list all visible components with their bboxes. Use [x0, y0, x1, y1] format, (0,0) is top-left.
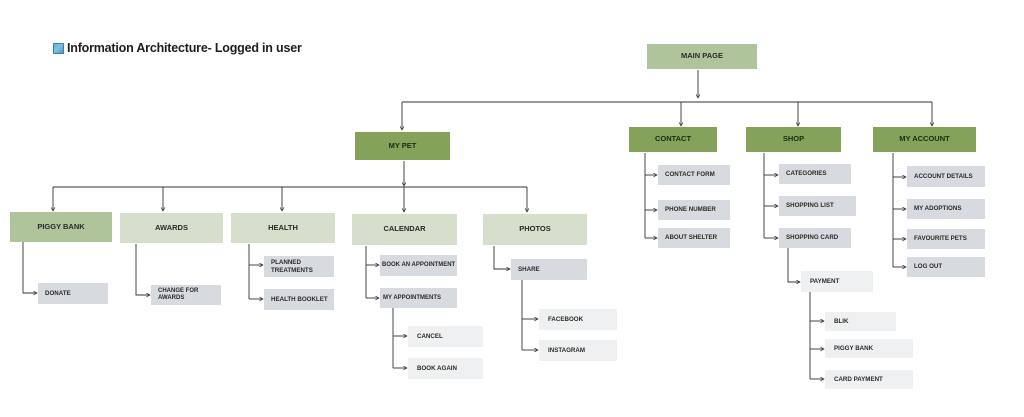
connector-to-change-for-awards [135, 244, 150, 295]
diagram-title: Information Architecture- Logged in user [53, 40, 302, 56]
node-photos: PHOTOS [483, 214, 587, 245]
node-change-for-awards: CHANGE FOR AWARDS [151, 285, 221, 305]
connector-to-payment [787, 248, 800, 282]
node-calendar: CALENDAR [352, 214, 457, 245]
node-instagram: INSTAGRAM [539, 340, 617, 361]
node-payment: PAYMENT [801, 271, 873, 292]
node-awards: AWARDS [120, 213, 223, 243]
node-my-pet: MY PET [355, 132, 450, 160]
connector-to-share [493, 246, 510, 269]
node-shop: SHOP [746, 127, 841, 152]
node-cancel: CANCEL [408, 326, 483, 347]
node-contact-form: CONTACT FORM [658, 165, 730, 185]
node-planned-treatments: PLANNED TREATMENTS [264, 256, 334, 277]
title-text: Information Architecture- Logged in user [67, 41, 302, 55]
node-health-booklet: HEALTH BOOKLET [264, 289, 334, 310]
node-piggy-bank-payment: PIGGY BANK [825, 339, 913, 358]
connector-to-donate [22, 242, 37, 293]
node-categories: CATEGORIES [779, 164, 851, 184]
node-book-an-appointment: BOOK AN APPOINTMENT [380, 255, 457, 276]
node-contact: CONTACT [629, 127, 717, 152]
node-about-shelter: ABOUT SHELTER [658, 228, 730, 248]
node-log-out: LOG OUT [907, 257, 985, 277]
node-my-account: MY ACCOUNT [873, 127, 976, 152]
node-share: SHARE [511, 259, 587, 280]
node-shopping-card: SHOPPING CARD [779, 228, 851, 248]
image-icon [53, 42, 64, 54]
node-shopping-list: SHOPPING LIST [779, 196, 856, 216]
node-blik: BLIK [825, 312, 896, 331]
node-book-again: BOOK AGAIN [408, 358, 483, 379]
node-piggy-bank: PIGGY BANK [10, 212, 112, 242]
node-account-details: ACCOUNT DETAILS [907, 166, 985, 187]
node-favourite-pets: FAVOURITE PETS [907, 229, 985, 249]
node-facebook: FACEBOOK [539, 309, 617, 330]
node-my-appointments: MY APPOINTMENTS [380, 288, 457, 308]
node-card-payment: CARD PAYMENT [825, 370, 913, 389]
node-my-adoptions: MY ADOPTIONS [907, 199, 985, 219]
node-phone-number: PHONE NUMBER [658, 200, 730, 220]
node-main-page: MAIN PAGE [647, 44, 757, 69]
node-donate: DONATE [38, 283, 108, 304]
node-health: HEALTH [231, 213, 335, 243]
